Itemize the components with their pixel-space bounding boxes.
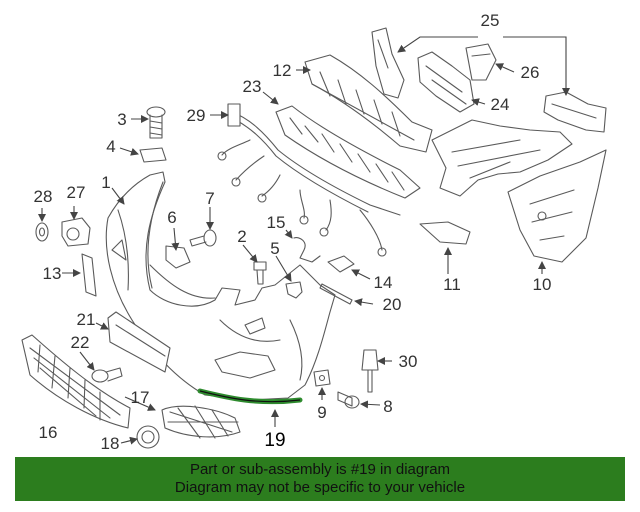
callout-3: 3 [117, 110, 126, 129]
bezel-ring-part[interactable] [136, 425, 160, 449]
clip-5-part[interactable] [285, 281, 303, 299]
callout-14: 14 [374, 273, 393, 292]
callout-29: 29 [187, 106, 206, 125]
impact-absorber-part[interactable] [275, 105, 421, 199]
lower-trim-strip-part[interactable] [197, 388, 303, 405]
diagram-notice-banner: Part or sub-assembly is #19 in diagram D… [15, 457, 625, 501]
front-bumper-exploded-diagram: 1 2 3 4 5 6 7 8 9 10 11 12 13 14 15 16 1… [21, 11, 607, 453]
callout-13: 13 [43, 264, 62, 283]
bumper-cover-part[interactable] [105, 171, 336, 401]
parking-sensor-part[interactable] [61, 217, 91, 247]
clip-bracket-26-part[interactable] [465, 43, 497, 81]
leader-lines [38, 36, 570, 445]
stud-sensor-30-part[interactable] [361, 349, 379, 393]
lower-grille-left-part[interactable] [21, 334, 131, 429]
callout-8: 8 [383, 397, 392, 416]
callout-23: 23 [243, 77, 262, 96]
callout-7: 7 [205, 189, 214, 208]
bracket-13-part[interactable] [81, 253, 97, 297]
callout-30: 30 [399, 352, 418, 371]
bracket-25-part[interactable] [371, 27, 607, 133]
bolt-8-part[interactable] [337, 391, 360, 409]
callout-4: 4 [106, 137, 115, 156]
wiring-harness-part[interactable] [217, 103, 401, 257]
washer-28-part[interactable] [35, 222, 49, 242]
license-bracket-part[interactable] [107, 311, 171, 373]
side-bracket-10-part[interactable] [507, 149, 607, 263]
callout-19: 19 [264, 430, 285, 451]
screw-7-part[interactable] [189, 229, 217, 247]
bracket-14-part[interactable] [327, 255, 355, 273]
callout-28: 28 [34, 187, 53, 206]
callout-25: 25 [481, 11, 500, 30]
callout-1: 1 [101, 173, 110, 192]
callout-18: 18 [101, 434, 120, 453]
bolt-3-part[interactable] [146, 106, 166, 139]
callout-2: 2 [237, 227, 246, 246]
bolt-22-part[interactable] [91, 367, 123, 383]
callout-22: 22 [71, 333, 90, 352]
bracket-9-part[interactable] [313, 369, 331, 387]
callout-16: 16 [39, 423, 58, 442]
callout-26: 26 [521, 63, 540, 82]
clip-4-part[interactable] [139, 147, 167, 163]
reinforcement-bar-part[interactable] [304, 54, 433, 153]
mount-11-part[interactable] [419, 221, 471, 245]
fog-lamp-grille-part[interactable] [161, 405, 241, 439]
callout-numbers: 1 2 3 4 5 6 7 8 9 10 11 12 13 14 15 16 1… [34, 11, 552, 453]
callout-9: 9 [317, 403, 326, 422]
callout-5: 5 [270, 239, 279, 258]
callout-11: 11 [443, 275, 461, 294]
callout-12: 12 [273, 61, 292, 80]
callout-21: 21 [77, 310, 96, 329]
callout-6: 6 [167, 208, 176, 227]
screw-2-part[interactable] [253, 261, 267, 285]
callout-17: 17 [131, 388, 150, 407]
sensor-holder-15-part[interactable] [293, 237, 321, 263]
callout-10: 10 [533, 275, 552, 294]
side-guide-24-part[interactable] [417, 51, 475, 113]
callout-15: 15 [267, 213, 286, 232]
banner-line-1: Part or sub-assembly is #19 in diagram [189, 461, 451, 478]
sensor-mount-6-part[interactable] [165, 245, 191, 269]
callout-27: 27 [67, 183, 86, 202]
banner-line-2: Diagram may not be specific to your vehi… [174, 479, 466, 496]
callout-24: 24 [491, 95, 510, 114]
trim-strip-20-part[interactable] [319, 283, 353, 305]
bumper-carrier-part[interactable] [431, 119, 573, 197]
callout-20: 20 [383, 295, 402, 314]
